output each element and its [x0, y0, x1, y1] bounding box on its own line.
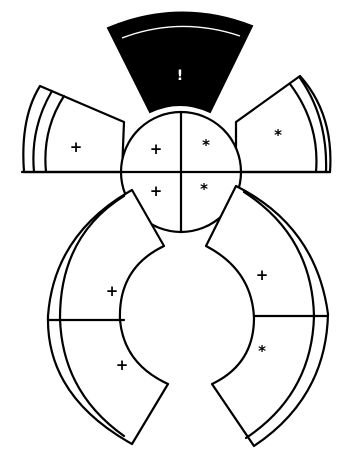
top-segment-mark: ! [177, 68, 183, 84]
upper-left-wing: + [23, 86, 124, 172]
left-arc-upper-mark: + [106, 282, 119, 300]
left-arc-lower-mark: + [116, 356, 129, 374]
left-arc: + + [48, 190, 168, 444]
top-segment: ! [108, 12, 252, 112]
center-bottom-right-mark: * [200, 180, 208, 198]
center-top-left-mark: + [150, 140, 163, 158]
right-arc-upper-mark: + [256, 266, 269, 284]
upper-right-wing: * [236, 76, 330, 172]
upper-left-wing-mark: + [70, 138, 83, 156]
center-bottom-left-mark: + [150, 182, 163, 200]
center-top-right-mark: * [202, 136, 210, 154]
right-arc-lower-mark: * [258, 342, 266, 360]
right-arc: + * [206, 186, 328, 446]
upper-right-wing-mark: * [274, 126, 282, 144]
